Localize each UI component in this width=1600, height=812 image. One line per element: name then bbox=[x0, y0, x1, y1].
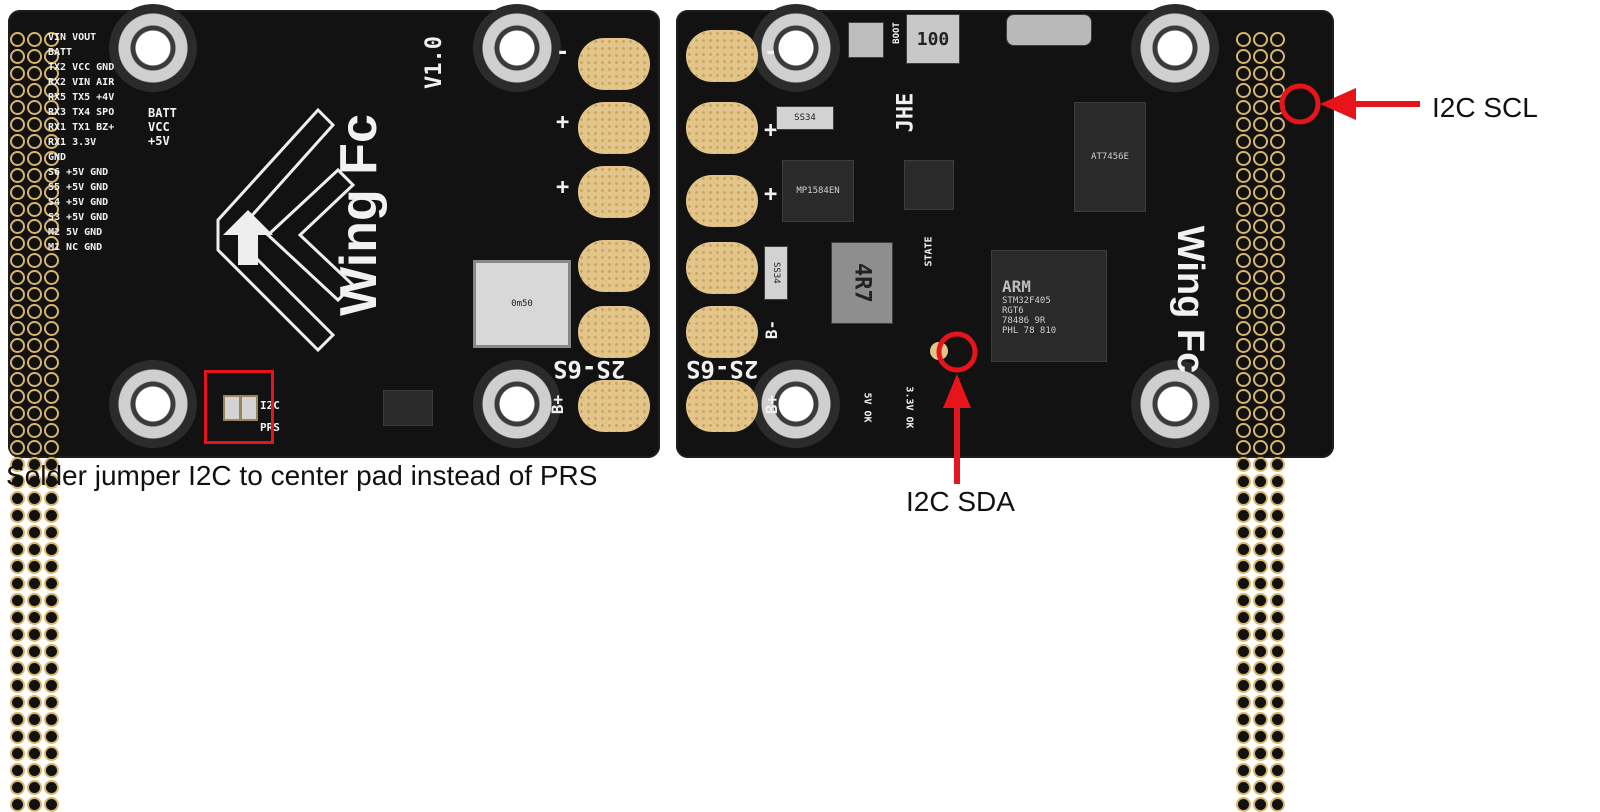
scl-highlight-circle bbox=[1279, 83, 1321, 125]
power-pad bbox=[686, 175, 758, 227]
i2c-scl-label: I2C SCL bbox=[1432, 92, 1538, 123]
mount-hole bbox=[752, 4, 840, 92]
jumper-highlight-box bbox=[204, 370, 274, 444]
flight-controller-front-photo: - + + - B- B+ 2S-6S 100 BOOT JHE SS34 MP… bbox=[676, 4, 1334, 812]
sda-arrow-head bbox=[943, 374, 971, 408]
diode-ss34: SS34 bbox=[776, 106, 834, 130]
buck-chip: MP1584EN bbox=[782, 160, 854, 222]
power-pad bbox=[578, 38, 650, 90]
i2c-sda-label: I2C SDA bbox=[906, 486, 1015, 517]
power-pad bbox=[578, 380, 650, 432]
power-pad bbox=[578, 166, 650, 218]
power-pad bbox=[686, 306, 758, 358]
boot-button bbox=[848, 22, 884, 58]
regulator-chip bbox=[383, 390, 433, 426]
mount-hole bbox=[109, 4, 197, 92]
pad-sign: - bbox=[556, 40, 570, 65]
shunt-resistor: 0m50 bbox=[473, 260, 571, 348]
batt-select-labels: BATT VCC +5V bbox=[148, 106, 177, 148]
pad-sign: + bbox=[556, 110, 570, 135]
osd-chip: AT7456E bbox=[1074, 102, 1146, 212]
scl-arrow-head bbox=[1320, 88, 1356, 120]
pad-sign: + bbox=[556, 175, 570, 200]
power-pad bbox=[578, 306, 650, 358]
mcu-chip: ARM STM32F405 RGT6 78486 9R PHL 78 810 bbox=[991, 250, 1107, 362]
pad-sign: - bbox=[764, 40, 778, 65]
mount-hole bbox=[109, 360, 197, 448]
mount-hole bbox=[1131, 4, 1219, 92]
pad-sign: + bbox=[764, 118, 778, 143]
usb-port bbox=[1006, 14, 1092, 46]
power-pad bbox=[686, 242, 758, 294]
inductor-4r7: 4R7 bbox=[831, 242, 893, 324]
power-pad bbox=[686, 30, 758, 82]
jumper-caption: Solder jumper I2C to center pad instead … bbox=[6, 460, 598, 491]
pad-sign: + bbox=[764, 182, 778, 207]
mount-hole bbox=[752, 360, 840, 448]
jumper-labels: I2C PRS bbox=[260, 399, 280, 434]
sda-highlight-circle bbox=[936, 331, 978, 373]
power-pad bbox=[686, 380, 758, 432]
mount-hole bbox=[473, 360, 561, 448]
inductor-100: 100 bbox=[906, 14, 960, 64]
power-pad bbox=[686, 102, 758, 154]
mount-hole bbox=[1131, 360, 1219, 448]
annotation-overlay bbox=[936, 83, 1420, 484]
mount-hole bbox=[473, 4, 561, 92]
power-pad bbox=[578, 102, 650, 154]
jumper-pad bbox=[240, 395, 258, 421]
wing-arrow-logo bbox=[216, 107, 356, 353]
power-pad bbox=[578, 240, 650, 292]
diode-ss34: SS34 bbox=[764, 246, 788, 300]
gyro-chip bbox=[904, 160, 954, 210]
